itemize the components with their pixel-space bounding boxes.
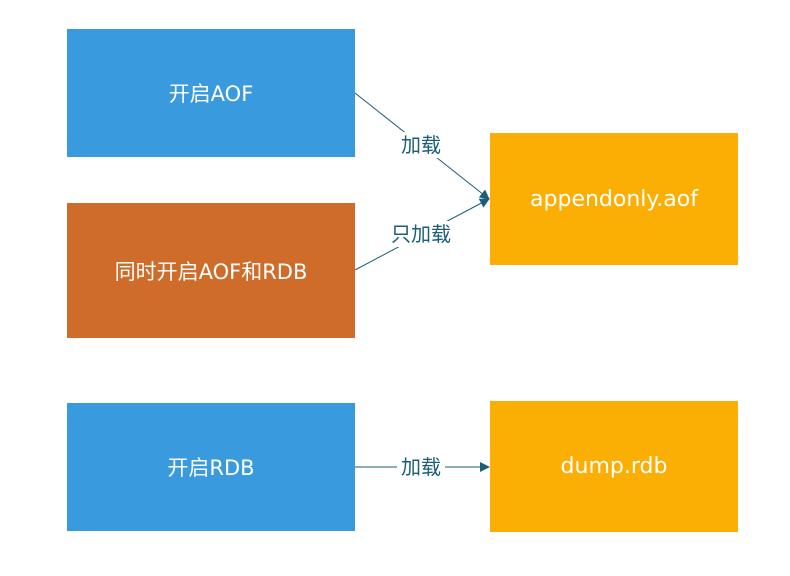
load-label-aof: 加载 bbox=[397, 132, 445, 158]
enable-aof-and-rdb-label: 同时开启AOF和RDB bbox=[114, 259, 308, 284]
dump-rdb-box: dump.rdb bbox=[490, 401, 738, 532]
load-only-label: 只加载 bbox=[387, 221, 455, 247]
enable-rdb-label: 开启RDB bbox=[167, 456, 255, 480]
enable-aof-box: 开启AOF bbox=[67, 29, 355, 157]
appendonly-aof-label: appendonly.aof bbox=[530, 186, 698, 212]
enable-rdb-box: 开启RDB bbox=[67, 403, 355, 531]
appendonly-aof-box: appendonly.aof bbox=[490, 133, 738, 265]
enable-aof-and-rdb-box: 同时开启AOF和RDB bbox=[67, 203, 355, 338]
enable-aof-label: 开启AOF bbox=[168, 82, 254, 106]
dump-rdb-label: dump.rdb bbox=[560, 454, 668, 479]
load-label-rdb: 加载 bbox=[397, 454, 445, 480]
